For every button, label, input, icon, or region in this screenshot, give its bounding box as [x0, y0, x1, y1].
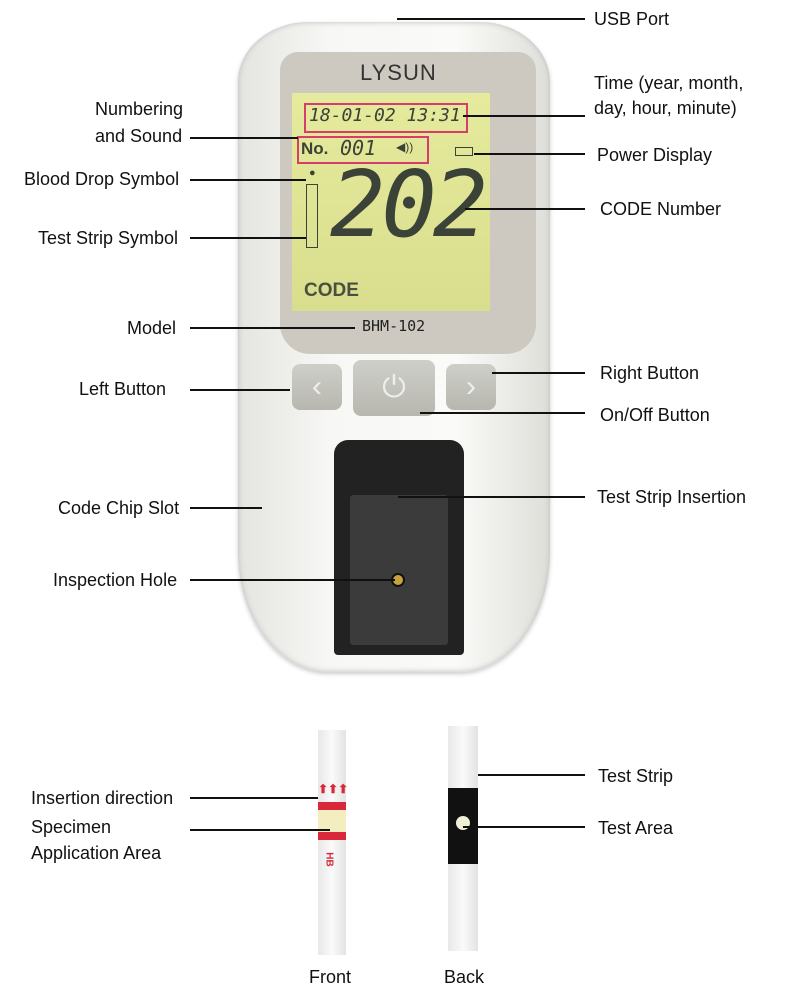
strip-insertion — [350, 495, 448, 645]
label-strip-insertion: Test Strip Insertion — [597, 487, 747, 507]
label-code-chip-slot: Code Chip Slot — [58, 498, 180, 518]
label-specimen: Specimen — [31, 817, 112, 837]
label-model: Model — [127, 318, 177, 338]
right-button[interactable]: › — [446, 364, 496, 410]
left-button[interactable]: ‹ — [292, 364, 342, 410]
label-power: Power Display — [597, 145, 713, 165]
lcd-datetime: 18-01-02 13:31 — [309, 105, 461, 126]
lcd-number-prefix: No. — [301, 139, 329, 158]
lcd-code-label: CODE — [304, 280, 359, 301]
label-left-button: Left Button — [79, 379, 167, 399]
lcd-code-value: 202 — [330, 151, 488, 258]
label-insertion-direction: Insertion direction — [31, 788, 174, 808]
strip-back — [448, 726, 478, 951]
strip-front: ⬆⬆⬆ HB — [318, 730, 349, 955]
datetime-box — [304, 103, 468, 133]
lcd-screen — [292, 93, 490, 311]
brand-logo: LYSUN — [360, 60, 437, 85]
sound-icon: ◀)) — [396, 140, 414, 154]
strip-hb-text: HB — [323, 852, 335, 867]
blood-drop-icon: ● — [309, 167, 316, 179]
label-time: Time (year, month, — [594, 73, 744, 93]
label-code-number: CODE Number — [600, 199, 722, 219]
test-strip-icon — [306, 184, 318, 248]
model-text: BHM-102 — [362, 317, 426, 335]
label-test-strip: Test Strip — [598, 766, 674, 786]
lcd-number: 001 — [340, 136, 377, 160]
arrow-icons: ⬆⬆⬆ — [318, 782, 349, 796]
label-blood-drop: Blood Drop Symbol — [24, 169, 180, 189]
label-onoff-button: On/Off Button — [600, 405, 710, 425]
label-usb-port: USB Port — [594, 9, 670, 29]
power-button[interactable]: ⏻ — [353, 360, 435, 416]
battery-icon — [455, 147, 473, 156]
label-back: Back — [444, 967, 485, 987]
label-numbering: Numbering — [95, 99, 184, 119]
label-numbering-2: and Sound — [95, 126, 183, 146]
label-right-button: Right Button — [600, 363, 700, 383]
label-front: Front — [309, 967, 352, 987]
label-test-strip-symbol: Test Strip Symbol — [38, 228, 179, 248]
label-time-2: day, hour, minute) — [594, 98, 737, 118]
label-specimen-2: Application Area — [31, 843, 162, 863]
label-test-area: Test Area — [598, 818, 674, 838]
label-inspection-hole: Inspection Hole — [53, 570, 178, 590]
number-box — [297, 136, 429, 164]
